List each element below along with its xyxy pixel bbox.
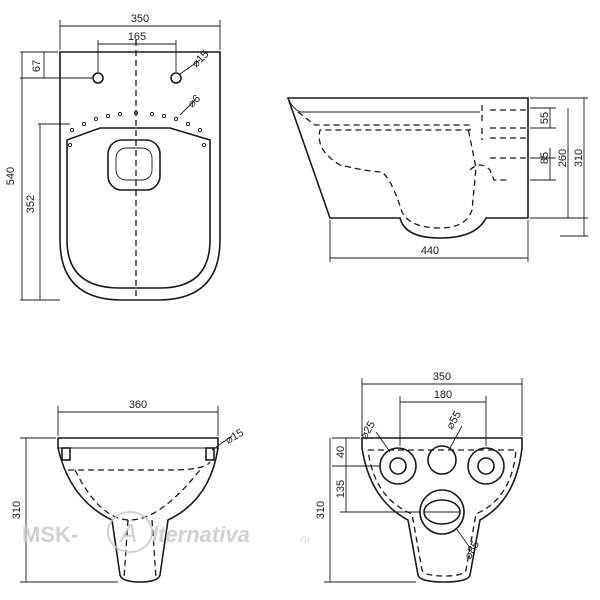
back-view-inner: [367, 449, 517, 577]
side-dim-55: 55: [539, 112, 551, 124]
back-view-inlet: [427, 445, 457, 475]
watermark-logo: [107, 511, 153, 553]
back-dim-40: 40: [335, 446, 347, 458]
front-view-bowl-inner: [68, 461, 211, 521]
side-view-rim: [287, 97, 480, 113]
top-dim-67: 67: [31, 60, 43, 72]
front-view-hole-right: [205, 447, 215, 461]
watermark-suffix: lternativa: [152, 522, 250, 547]
front-view: 360 ⌀15 310: [11, 399, 246, 583]
front-dim-d15: ⌀15: [224, 427, 246, 447]
watermark-logo-letter: A: [118, 518, 137, 548]
side-view: 440 55 85 260 310: [286, 97, 588, 262]
top-view-bowl: [66, 127, 211, 289]
side-view-outline: [286, 97, 529, 239]
watermark-prefix: MSK-: [22, 522, 78, 547]
back-dim-180: 180: [434, 389, 452, 401]
back-view-fix-hole-left-inner: [389, 457, 407, 475]
top-view-rim-holes: [67, 110, 207, 148]
back-view-fix-hole-left-outer: [379, 447, 417, 485]
top-view-fix-hole-left: [92, 72, 104, 84]
top-view-drain-outer: [107, 139, 161, 191]
top-dim-350: 350: [131, 13, 149, 25]
top-dim-540: 540: [5, 167, 17, 185]
side-dim-260: 260: [557, 149, 569, 167]
side-view-pipes: [490, 109, 528, 159]
back-dim-d85: ⌀85: [462, 539, 482, 561]
side-dim-310: 310: [573, 149, 585, 167]
top-view-fix-hole-right: [170, 72, 182, 84]
back-view-fix-hole-right-outer: [467, 447, 505, 485]
side-view-trap: [469, 164, 510, 181]
back-view-fix-hole-right-inner: [477, 457, 495, 475]
back-view: 350 180 ⌀25 ⌀55 ⌀85 40 135 310: [315, 371, 523, 583]
top-view-outline: [59, 51, 221, 301]
front-view-hole-left: [61, 447, 71, 461]
top-dim-352: 352: [25, 195, 37, 213]
front-view-outline: [57, 437, 219, 583]
top-dim-d6: ⌀6: [186, 93, 204, 111]
back-dim-135: 135: [335, 480, 347, 498]
front-dim-360: 360: [129, 399, 147, 411]
side-dim-85: 85: [539, 152, 551, 164]
back-view-outline: [361, 437, 523, 583]
side-dim-440: 440: [421, 245, 439, 257]
watermark: MSK- A lternativa .ru: [22, 511, 310, 553]
front-dim-310: 310: [11, 501, 23, 519]
top-view: 350 165 ⌀15 ⌀6 67 540 352: [5, 13, 221, 301]
watermark-domain: .ru: [298, 534, 310, 545]
back-dim-350: 350: [433, 371, 451, 383]
side-view-bowl-inner: [297, 111, 477, 229]
top-dim-165: 165: [128, 31, 146, 43]
top-view-drain-inner: [115, 147, 153, 181]
back-dim-310: 310: [315, 501, 327, 519]
